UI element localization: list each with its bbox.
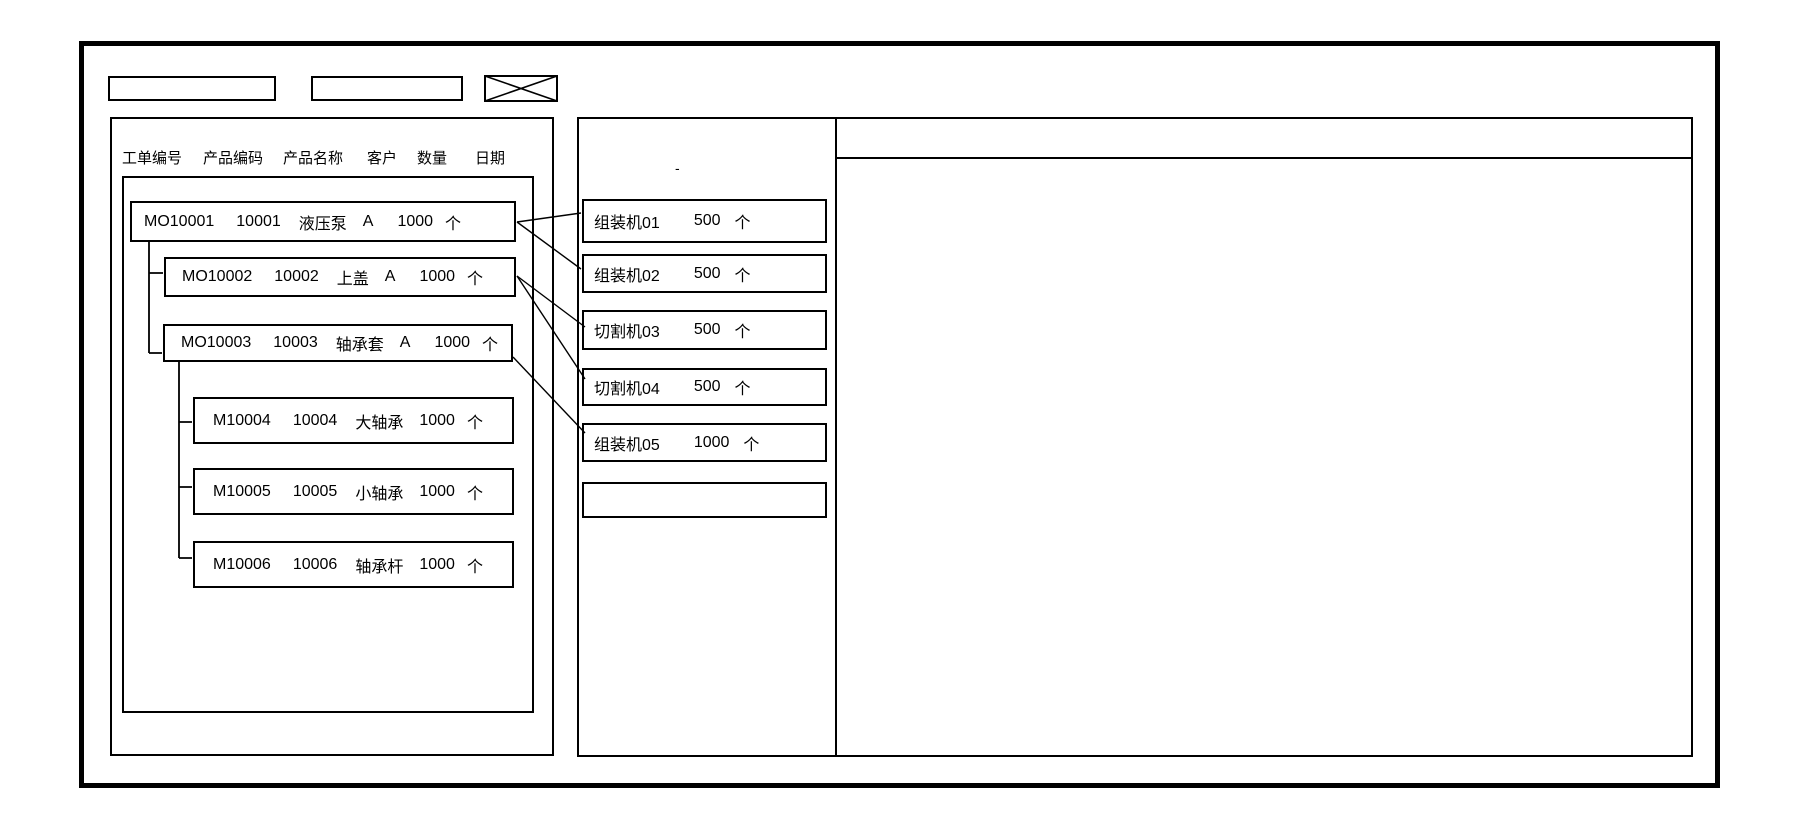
machine-name: 切割机03 xyxy=(594,324,660,341)
machine-qty: 500 xyxy=(693,378,721,395)
unit: 个 xyxy=(445,215,462,233)
machine-qty: 500 xyxy=(693,264,721,282)
column-header-customer: 客户 xyxy=(367,150,398,167)
machine-unit: 个 xyxy=(734,215,751,232)
product-code: 10002 xyxy=(274,268,319,285)
stray-pen-mark: - xyxy=(675,160,680,176)
quantity: 1000 xyxy=(397,212,434,230)
order-id: MO10002 xyxy=(182,268,253,285)
product-name: 上盖 xyxy=(336,271,369,288)
product-code: 10001 xyxy=(236,212,281,230)
unit: 个 xyxy=(466,414,483,432)
product-code: 10005 xyxy=(292,482,338,500)
product-name: 轴承杆 xyxy=(355,558,404,576)
machine-qty: 500 xyxy=(693,212,721,229)
product-name: 小轴承 xyxy=(355,485,404,503)
quantity: 1000 xyxy=(419,482,455,500)
unit: 个 xyxy=(466,558,483,576)
column-header-product-code: 产品编码 xyxy=(203,150,264,167)
column-header-quantity: 数量 xyxy=(417,150,448,167)
order-id: M10004 xyxy=(213,411,271,429)
machine-box-assembly-02[interactable]: 组装机02 500 个 xyxy=(582,254,827,293)
machine-box-assembly-05[interactable]: 组装机05 1000 个 xyxy=(582,423,827,462)
quantity: 1000 xyxy=(419,555,455,573)
quantity: 1000 xyxy=(434,334,471,351)
work-order-node-mo10001[interactable]: MO10001 10001 液压泵 A 1000 个 xyxy=(130,201,516,242)
product-code: 10003 xyxy=(273,334,318,351)
unit: 个 xyxy=(482,337,499,354)
machine-box-assembly-01[interactable]: 组装机01 500 个 xyxy=(582,199,827,243)
order-id: M10006 xyxy=(213,555,271,573)
customer: A xyxy=(399,334,411,351)
detail-panel xyxy=(835,117,1693,757)
work-order-node-mo10002[interactable]: MO10002 10002 上盖 A 1000 个 xyxy=(164,257,516,297)
machine-name: 切割机04 xyxy=(594,381,660,398)
product-name: 大轴承 xyxy=(355,414,404,432)
order-id: MO10003 xyxy=(181,334,252,351)
machine-name: 组装机02 xyxy=(594,267,660,285)
column-header-product-name: 产品名称 xyxy=(283,150,344,167)
machine-name: 组装机01 xyxy=(594,215,660,232)
machine-box-cutter-04[interactable]: 切割机04 500 个 xyxy=(582,368,827,406)
column-header-date: 日期 xyxy=(475,150,506,167)
order-id: MO10001 xyxy=(144,212,215,230)
customer: A xyxy=(362,212,374,230)
toolbar-field-1[interactable] xyxy=(108,76,276,101)
machine-box-empty[interactable] xyxy=(582,482,827,518)
toolbar-field-2[interactable] xyxy=(311,76,463,101)
detail-panel-header-divider xyxy=(837,157,1691,159)
quantity: 1000 xyxy=(419,411,455,429)
x-cross-placeholder-icon[interactable] xyxy=(484,75,558,102)
machine-unit: 个 xyxy=(734,324,751,341)
column-header-work-order-id: 工单编号 xyxy=(122,150,183,167)
customer: A xyxy=(384,268,396,285)
work-order-node-m10005[interactable]: M10005 10005 小轴承 1000 个 xyxy=(193,468,514,515)
machine-name: 组装机05 xyxy=(594,436,660,454)
product-name: 轴承套 xyxy=(335,337,384,354)
product-code: 10006 xyxy=(292,555,338,573)
machine-unit: 个 xyxy=(743,436,760,454)
order-id: M10005 xyxy=(213,482,271,500)
machine-box-cutter-03[interactable]: 切割机03 500 个 xyxy=(582,310,827,350)
unit: 个 xyxy=(466,485,483,503)
machine-unit: 个 xyxy=(734,381,751,398)
work-order-node-m10004[interactable]: M10004 10004 大轴承 1000 个 xyxy=(193,397,514,444)
work-order-node-mo10003[interactable]: MO10003 10003 轴承套 A 1000 个 xyxy=(163,324,513,362)
machine-qty: 500 xyxy=(693,321,721,338)
machine-unit: 个 xyxy=(734,267,751,285)
machine-qty: 1000 xyxy=(693,433,730,451)
quantity: 1000 xyxy=(419,268,456,285)
x-cross-lines xyxy=(484,75,558,102)
product-code: 10004 xyxy=(292,411,338,429)
unit: 个 xyxy=(467,271,484,288)
product-name: 液压泵 xyxy=(298,215,347,233)
work-order-node-m10006[interactable]: M10006 10006 轴承杆 1000 个 xyxy=(193,541,514,588)
